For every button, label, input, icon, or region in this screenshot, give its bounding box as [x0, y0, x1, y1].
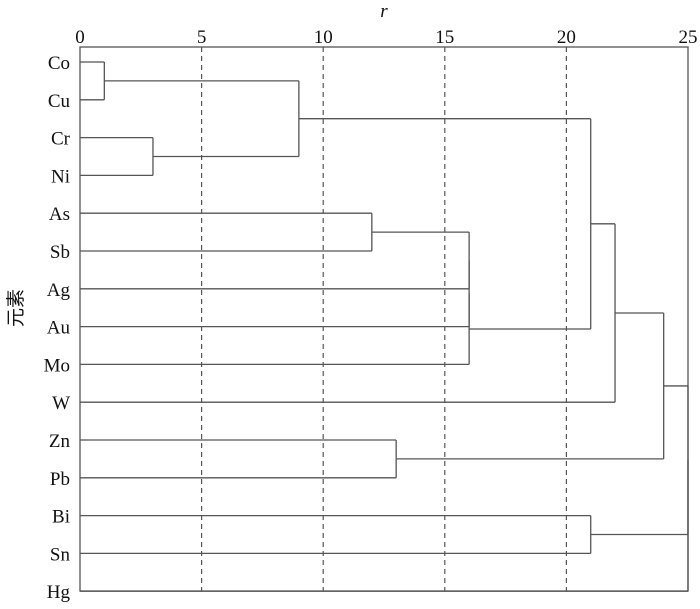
merge-link-1 — [80, 136, 154, 177]
leaf-label-mo: Mo — [44, 355, 70, 376]
x-tick-label-0: 0 — [75, 27, 85, 48]
merge-link-4 — [80, 439, 397, 479]
plot-frame — [79, 46, 689, 592]
leaf-label-pb: Pb — [50, 469, 70, 490]
dendrogram-links — [80, 61, 689, 592]
leaf-label-cr: Cr — [51, 129, 71, 150]
y-axis-title: 元素 — [5, 289, 27, 327]
leaf-label-co: Co — [48, 53, 70, 74]
leaf-label-bi: Bi — [52, 507, 70, 528]
leaf-label-cu: Cu — [48, 91, 71, 112]
merge-link-7 — [80, 293, 470, 366]
merge-link-0 — [80, 61, 105, 101]
merge-link-13 — [80, 460, 689, 592]
grid-layer — [201, 47, 568, 591]
leaf-label-zn: Zn — [49, 431, 71, 452]
leaf-label-ag: Ag — [47, 280, 71, 301]
merge-link-8 — [80, 514, 592, 555]
x-tick-label-10: 10 — [314, 27, 333, 48]
x-tick-label-20: 20 — [557, 27, 576, 48]
leaf-label-hg: Hg — [47, 582, 71, 603]
merge-link-6 — [80, 260, 470, 328]
x-tick-label-5: 5 — [197, 27, 207, 48]
leaf-label-sb: Sb — [50, 242, 70, 263]
merge-link-5 — [80, 231, 470, 290]
leaf-label-ni: Ni — [51, 166, 70, 187]
leaf-label-sn: Sn — [50, 544, 71, 565]
leaf-label-w: W — [52, 393, 70, 414]
merge-link-11 — [396, 312, 665, 460]
merge-link-12 — [590, 385, 689, 536]
x-tick-labels: 0 5 10 15 20 25 — [75, 27, 697, 48]
leaf-label-as: As — [49, 204, 70, 225]
x-tick-label-15: 15 — [435, 27, 454, 48]
merge-link-3 — [80, 212, 373, 252]
x-tick-label-25: 25 — [679, 27, 698, 48]
x-axis-title: r — [380, 1, 388, 22]
leaf-label-au: Au — [47, 318, 71, 339]
